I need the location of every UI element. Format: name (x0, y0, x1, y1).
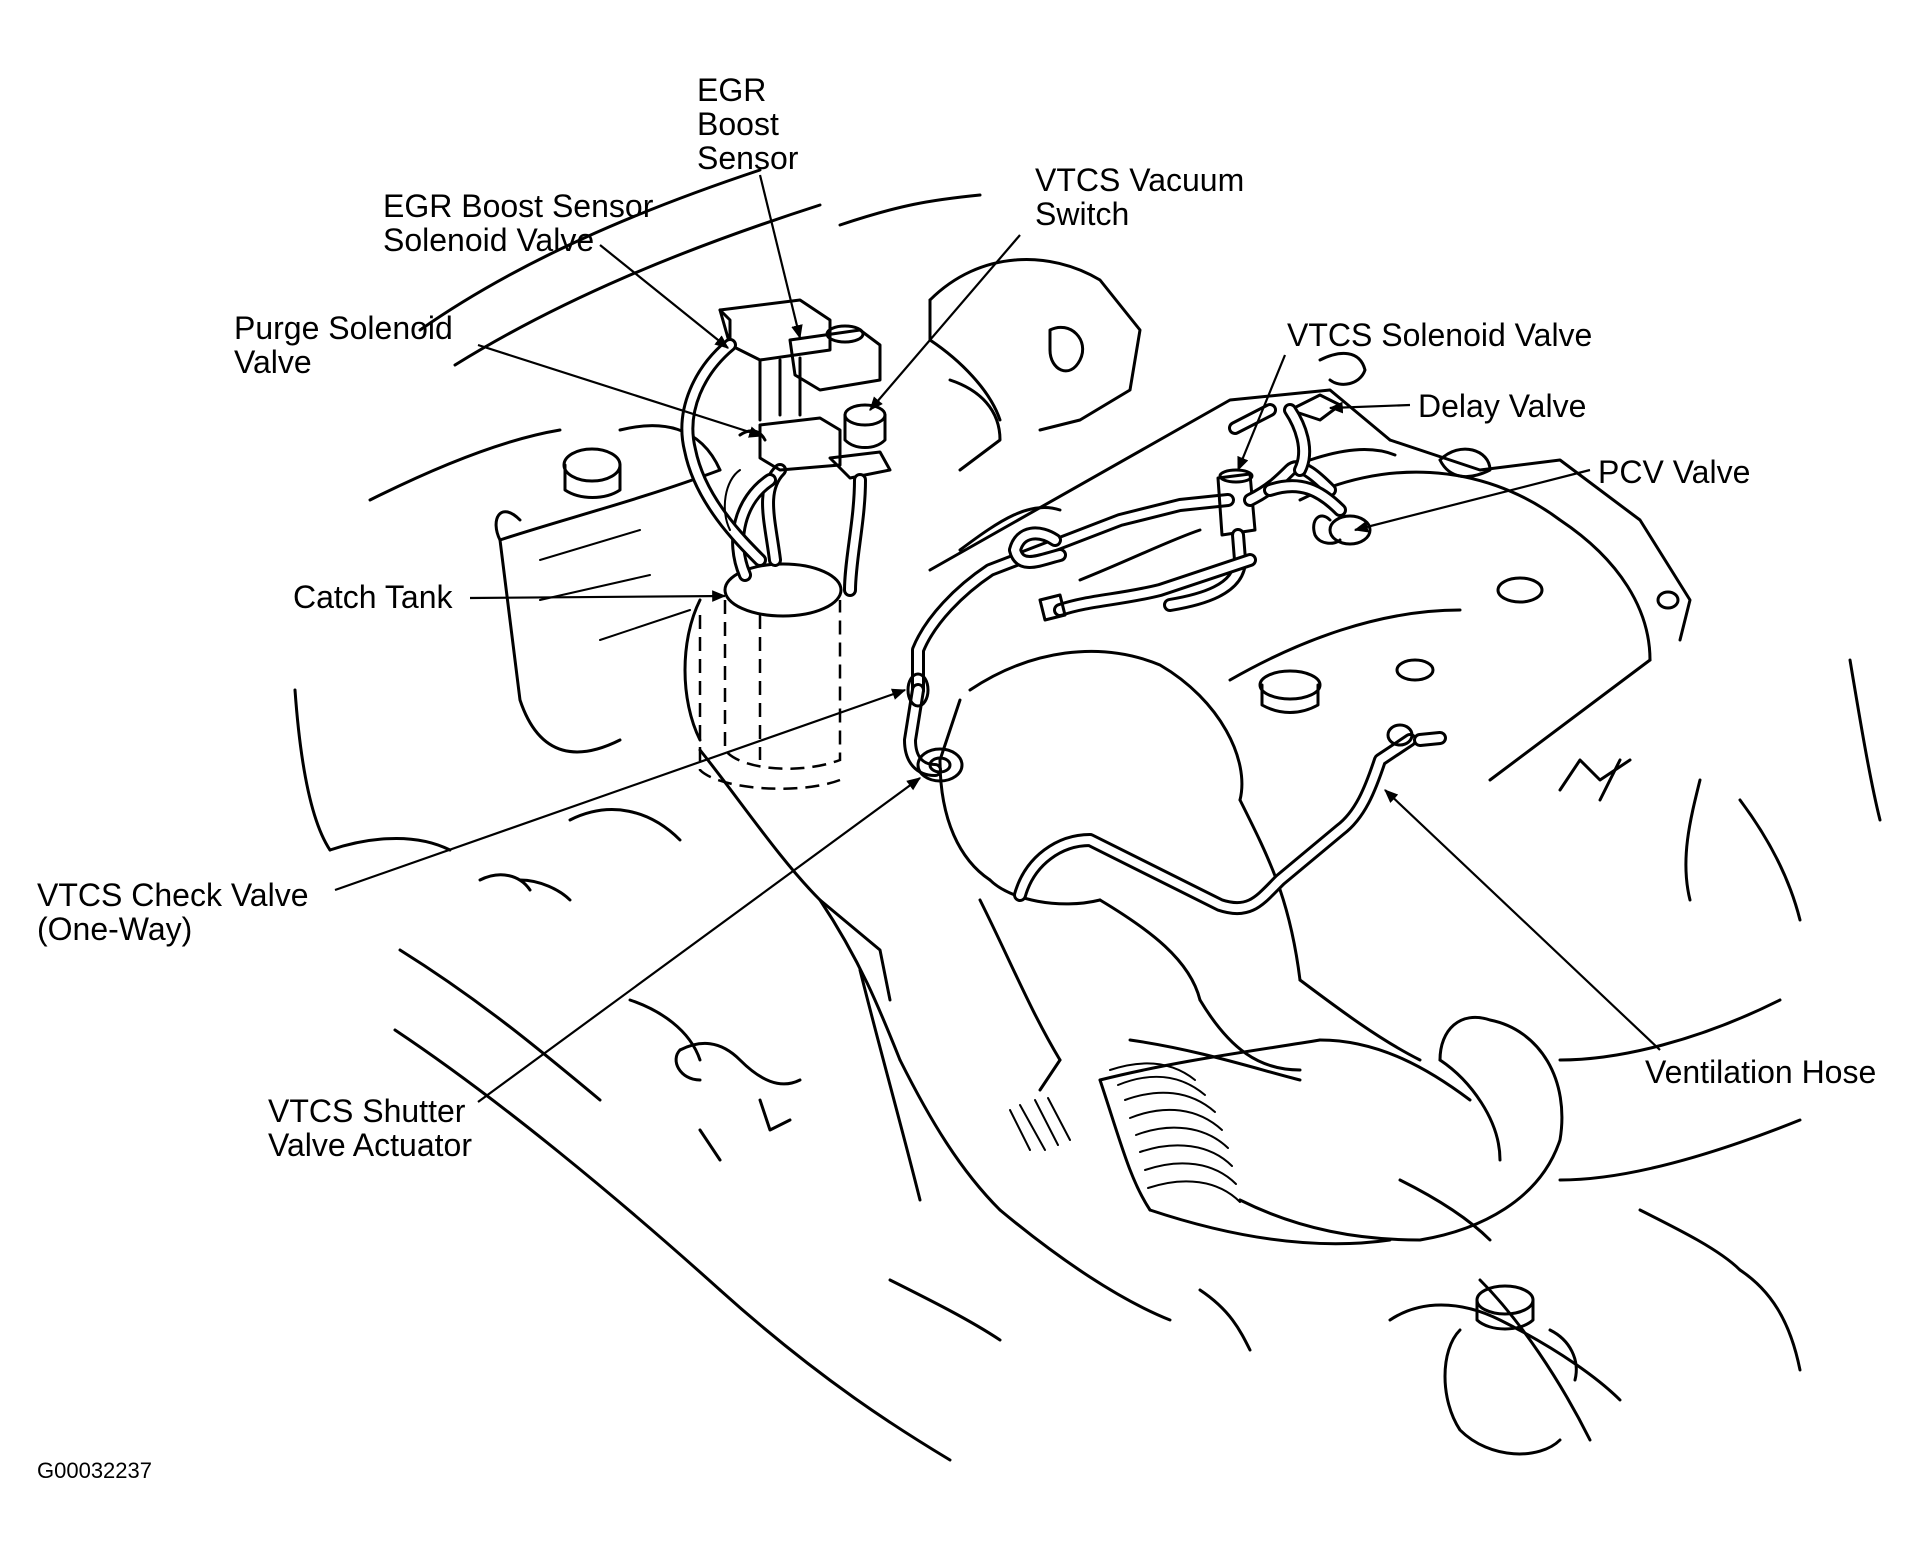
leader-pcv-valve (1353, 468, 1591, 533)
delay-pcv (1228, 351, 1372, 546)
vacuum-lines (903, 460, 1337, 783)
catch-tank (683, 463, 843, 790)
leader-purge-solenoid (477, 343, 764, 438)
solenoid-cluster (680, 298, 892, 597)
label-ventilation-hose: Ventilation Hose (1645, 1054, 1877, 1090)
leader-ventilation-hose (1384, 789, 1661, 1051)
lower-engine (478, 748, 1592, 1442)
leader-vtcs-shutter (477, 777, 921, 1103)
leader-vtcs-check-valve (334, 688, 907, 892)
label-delay-valve: Delay Valve (1418, 388, 1587, 424)
label-purge-solenoid-valve: Purge Solenoid Valve (234, 310, 453, 380)
coolant-reservoir (494, 424, 722, 754)
body-outline (293, 168, 1882, 1462)
cylinder-head (928, 388, 1692, 802)
label-catch-tank: Catch Tank (293, 579, 453, 615)
label-egr-boost-sensor-solenoid-valve: EGR Boost Sensor Solenoid Valve (383, 188, 654, 258)
leader-vtcs-solenoid (1236, 354, 1287, 472)
leader-lines (334, 174, 1661, 1103)
label-vtcs-shutter-valve-actuator: VTCS Shutter Valve Actuator (268, 1093, 472, 1163)
ventilation-hose (1013, 723, 1447, 916)
figure-id: G00032237 (37, 1458, 152, 1483)
label-pcv-valve: PCV Valve (1598, 454, 1751, 490)
label-vtcs-solenoid-valve: VTCS Solenoid Valve (1287, 317, 1593, 353)
intake-duct (938, 649, 1564, 1246)
leader-catch-tank (469, 590, 727, 602)
leader-egr-boost-sensor (758, 174, 803, 340)
leader-delay-valve (1328, 401, 1411, 414)
label-vtcs-vacuum-switch: VTCS Vacuum Switch (1035, 162, 1245, 232)
label-egr-boost-sensor: EGR Boost Sensor (697, 72, 799, 176)
fluid-reservoir (1443, 1284, 1578, 1456)
leader-vtcs-vacuum-switch (869, 234, 1021, 411)
leader-egr-solenoid (599, 244, 729, 349)
label-vtcs-check-valve: VTCS Check Valve (One-Way) (37, 877, 309, 947)
airbox-top (928, 258, 1142, 472)
